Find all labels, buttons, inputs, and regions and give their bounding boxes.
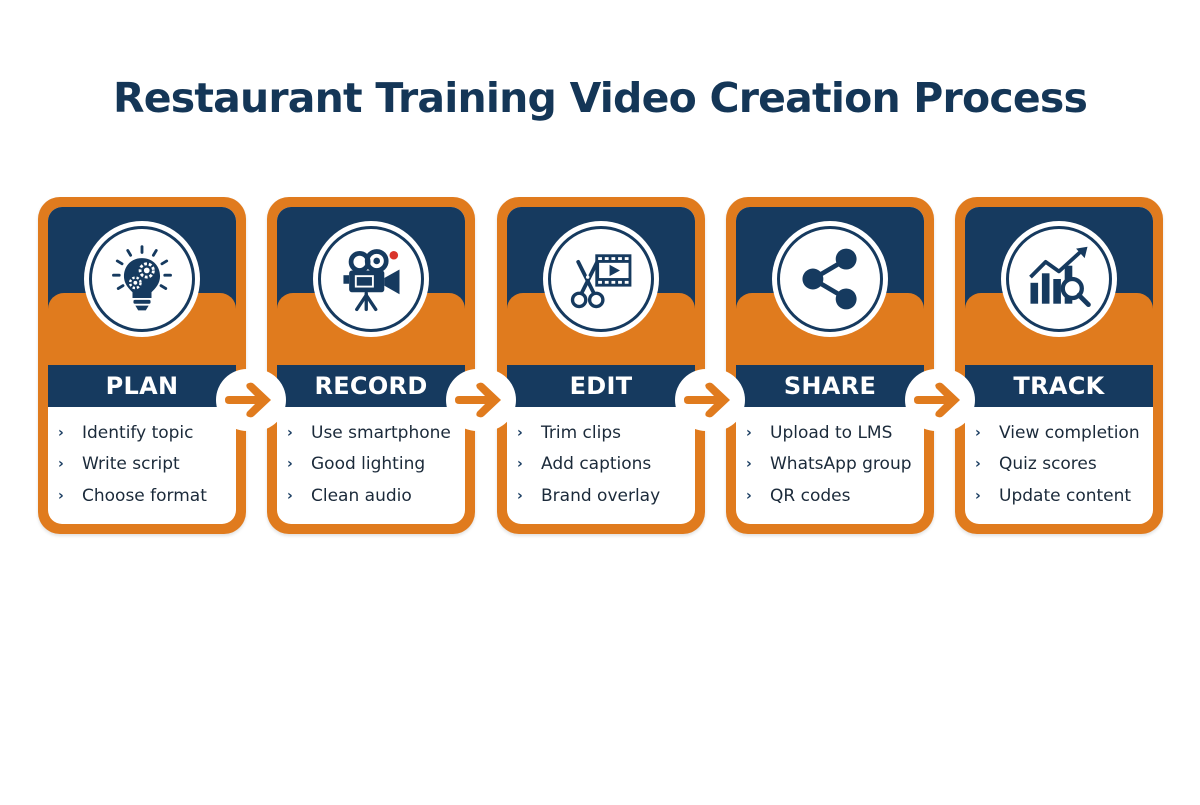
flow-connector [905,369,975,431]
list-item: ›Add captions [517,454,652,475]
page-title: Restaurant Training Video Creation Proce… [112,74,1088,122]
step-task-list: ›View completion ›Quiz scores ›Update co… [975,417,1149,512]
step-task-list: ›Use smartphone ›Good lighting ›Clean au… [287,417,461,512]
step-label: SHARE [736,365,924,407]
list-item: ›View completion [975,422,1140,443]
icon-badge [543,221,659,337]
step-label: PLAN [48,365,236,407]
flow-connector [675,369,745,431]
card-body: EDIT ›Trim clips ›Add captions ›Brand ov… [507,207,695,524]
chevron-right-icon: › [746,456,752,473]
list-item: ›Identify topic [58,422,194,443]
list-item: ›QR codes [746,485,851,506]
arrow-right-icon [455,382,501,418]
chevron-right-icon: › [975,487,981,504]
flow-connector [446,369,516,431]
lightbulb-gears-icon [112,245,172,311]
step-label: RECORD [277,365,465,407]
chevron-right-icon: › [975,424,981,441]
chevron-right-icon: › [517,456,523,473]
list-item: ›Quiz scores [975,454,1097,475]
chevron-right-icon: › [58,487,64,504]
step-card-plan: PLAN ›Identify topic ›Write script ›Choo… [38,197,246,534]
step-label: TRACK [965,365,1153,407]
list-item: ›WhatsApp group [746,454,912,475]
step-card-edit: EDIT ›Trim clips ›Add captions ›Brand ov… [497,197,705,534]
video-camera-icon [343,249,400,312]
list-item: ›Write script [58,454,180,475]
chevron-right-icon: › [517,487,523,504]
list-item: ›Use smartphone [287,422,451,443]
list-item: ›Update content [975,485,1132,506]
chevron-right-icon: › [287,487,293,504]
card-body: PLAN ›Identify topic ›Write script ›Choo… [48,207,236,524]
share-icon [802,248,857,310]
chevron-right-icon: › [746,487,752,504]
list-item: ›Upload to LMS [746,422,893,443]
step-card-share: SHARE ›Upload to LMS ›WhatsApp group ›QR… [726,197,934,534]
analytics-chart-icon [1029,246,1091,308]
card-body: RECORD ›Use smartphone ›Good lighting ›C… [277,207,465,524]
step-card-record: RECORD ›Use smartphone ›Good lighting ›C… [267,197,475,534]
icon-badge [313,221,429,337]
arrow-right-icon [914,382,960,418]
chevron-right-icon: › [58,424,64,441]
chevron-right-icon: › [975,456,981,473]
flow-connector [216,369,286,431]
arrow-right-icon [684,382,730,418]
step-task-list: ›Identify topic ›Write script ›Choose fo… [58,417,232,512]
step-task-list: ›Trim clips ›Add captions ›Brand overlay [517,417,691,512]
card-body: SHARE ›Upload to LMS ›WhatsApp group ›QR… [736,207,924,524]
chevron-right-icon: › [58,456,64,473]
step-label: EDIT [507,365,695,407]
icon-badge [772,221,888,337]
icon-badge [84,221,200,337]
chevron-right-icon: › [287,456,293,473]
step-card-track: TRACK ›View completion ›Quiz scores ›Upd… [955,197,1163,534]
scissors-film-icon [570,254,632,309]
chevron-right-icon: › [746,424,752,441]
step-task-list: ›Upload to LMS ›WhatsApp group ›QR codes [746,417,920,512]
chevron-right-icon: › [517,424,523,441]
list-item: ›Clean audio [287,485,412,506]
card-body: TRACK ›View completion ›Quiz scores ›Upd… [965,207,1153,524]
list-item: ›Choose format [58,485,207,506]
chevron-right-icon: › [287,424,293,441]
list-item: ›Good lighting [287,454,426,475]
list-item: ›Trim clips [517,422,622,443]
arrow-right-icon [225,382,271,418]
list-item: ›Brand overlay [517,485,661,506]
icon-badge [1001,221,1117,337]
